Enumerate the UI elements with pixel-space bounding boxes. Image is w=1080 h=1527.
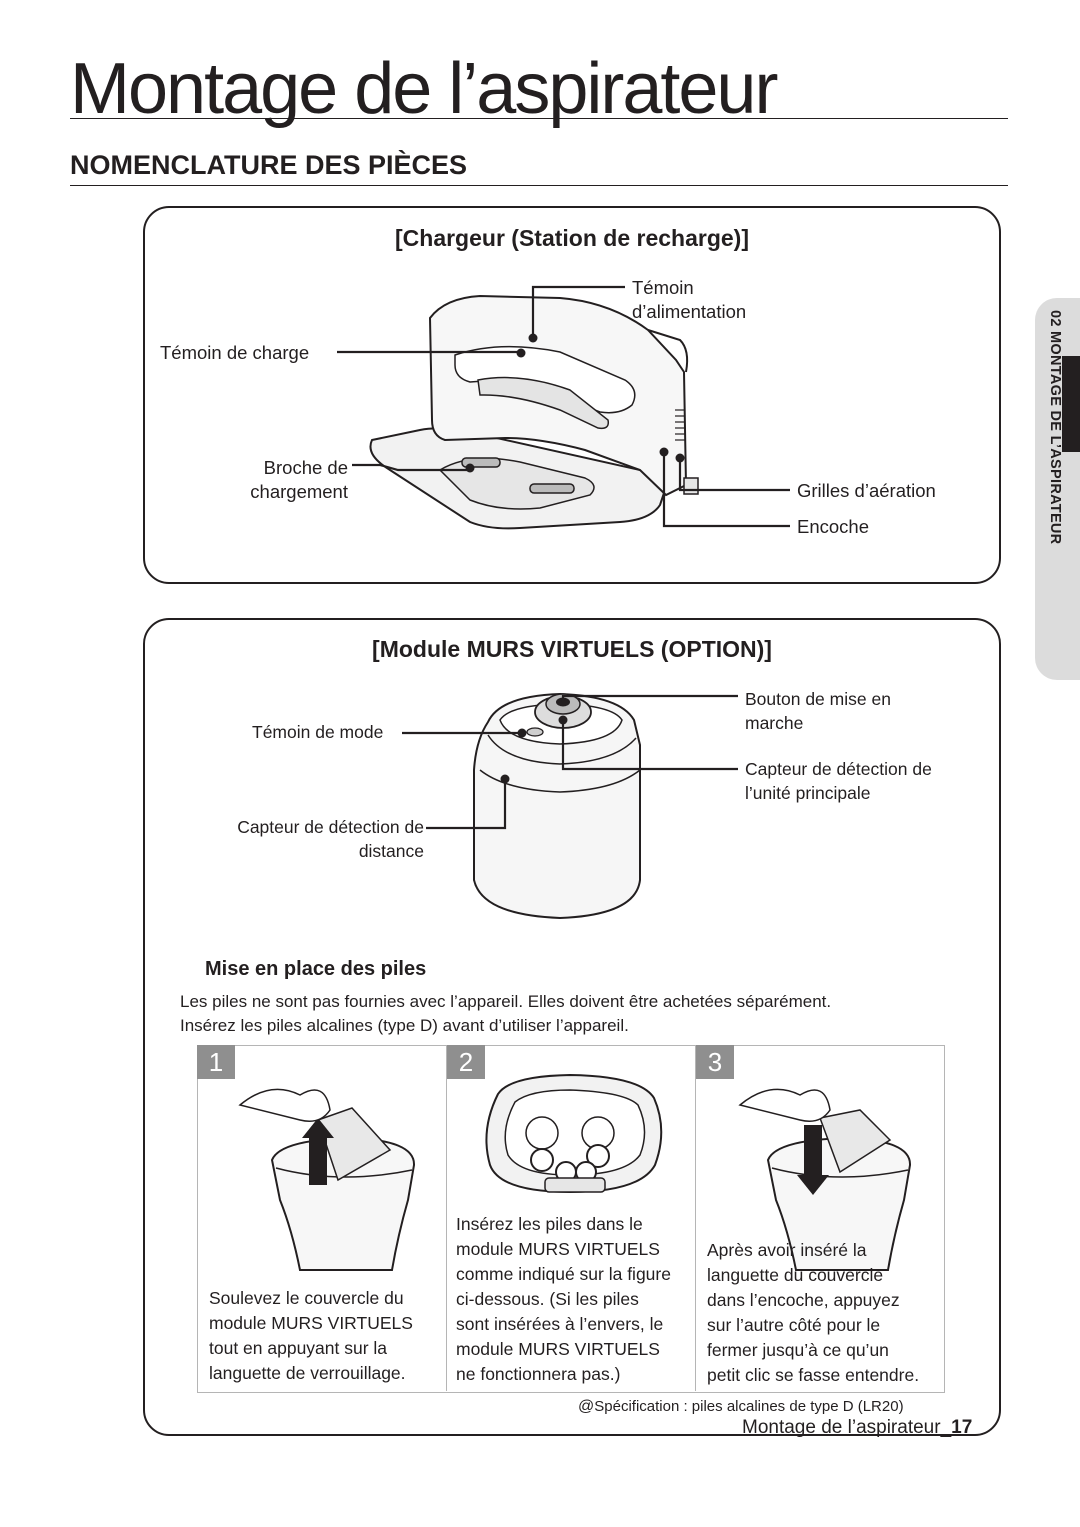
step-2-line: ne fonctionnera pas.) [456, 1364, 621, 1384]
steps-grid [197, 1045, 945, 1393]
label-main-sensor-line1: Capteur de détection de [745, 759, 932, 779]
label-mode-led: Témoin de mode [252, 722, 384, 742]
step-2-line: sont insérées à l’envers, le [456, 1314, 664, 1334]
step-3-line: languette du couvercle [707, 1265, 884, 1285]
step-3-line: sur l’autre côté pour le [707, 1315, 881, 1335]
step-3-line: Après avoir inséré la [707, 1240, 867, 1260]
section-heading: NOMENCLATURE DES PIÈCES [70, 150, 468, 180]
label-charge-led: Témoin de charge [160, 342, 310, 363]
batteries-paragraph-line: Les piles ne sont pas fournies avec l’ap… [180, 992, 832, 1011]
side-tab-label: 02 MONTAGE DE L’ASPIRATEUR [1047, 310, 1063, 545]
label-vents: Grilles d’aération [797, 480, 936, 501]
step-2-text: Insérez les piles dans le module MURS VI… [456, 1212, 671, 1387]
virtual-wall-title: [Module MURS VIRTUELS (OPTION)] [372, 636, 772, 662]
step-2-line: Insérez les piles dans le [456, 1214, 643, 1234]
step-3-line: petit clic se fasse entendre. [707, 1365, 920, 1385]
side-tab-marker [1062, 356, 1080, 452]
step-1-line: module MURS VIRTUELS [209, 1313, 413, 1333]
step-3-text: Après avoir inséré la languette du couve… [707, 1238, 919, 1388]
label-main-sensor-line2: l’unité principale [745, 783, 871, 803]
title-rule [70, 118, 1008, 119]
label-distance-sensor-line1: Capteur de détection de [237, 817, 424, 837]
page-title: Montage de l’aspirateur [70, 49, 778, 129]
spec-text: Spécification : piles alcalines de type … [594, 1398, 904, 1415]
label-notch: Encoche [797, 516, 869, 537]
label-charging-pins-line2: chargement [250, 481, 348, 502]
step-2-line: comme indiqué sur la figure [456, 1264, 671, 1284]
step-1-line: languette de verrouillage. [209, 1363, 406, 1383]
step-number-2: 2 [447, 1045, 485, 1079]
step-1-text: Soulevez le couvercle du module MURS VIR… [209, 1286, 413, 1386]
page-number: 17 [951, 1417, 973, 1438]
label-power-led-line2: d’alimentation [632, 301, 747, 322]
footer-text: Montage de l’aspirateur_ [742, 1417, 952, 1438]
spec-note: @Spécification : piles alcalines de type… [578, 1398, 904, 1416]
batteries-paragraph: Les piles ne sont pas fournies avec l’ap… [180, 990, 970, 1038]
step-3-line: fermer jusqu’à ce qu’un [707, 1340, 889, 1360]
steps-divider [695, 1045, 696, 1391]
batteries-paragraph-line: Insérez les piles alcalines (type D) ava… [180, 1016, 629, 1035]
label-power-button-line1: Bouton de mise en [745, 689, 891, 709]
charger-title: [Chargeur (Station de recharge)] [395, 225, 749, 251]
step-number-3: 3 [696, 1045, 734, 1079]
step-number-1: 1 [197, 1045, 235, 1079]
label-power-button-line2: marche [745, 713, 804, 733]
step-2-line: module MURS VIRTUELS [456, 1239, 660, 1259]
step-1-line: tout en appuyant sur la [209, 1338, 388, 1358]
label-power-led-line1: Témoin [632, 277, 694, 298]
label-distance-sensor-line2: distance [358, 841, 424, 861]
step-2-line: module MURS VIRTUELS [456, 1339, 660, 1359]
batteries-heading: Mise en place des piles [205, 958, 427, 980]
step-3-line: dans l’encoche, appuyez [707, 1290, 900, 1310]
page-footer: Montage de l’aspirateur_17 [742, 1417, 972, 1439]
note-icon: @ [578, 1398, 595, 1415]
section-rule [70, 185, 1008, 186]
steps-divider [446, 1045, 447, 1391]
label-charging-pins-line1: Broche de [263, 457, 348, 478]
step-2-line: ci-dessous. (Si les piles [456, 1289, 639, 1309]
step-1-line: Soulevez le couvercle du [209, 1288, 404, 1308]
